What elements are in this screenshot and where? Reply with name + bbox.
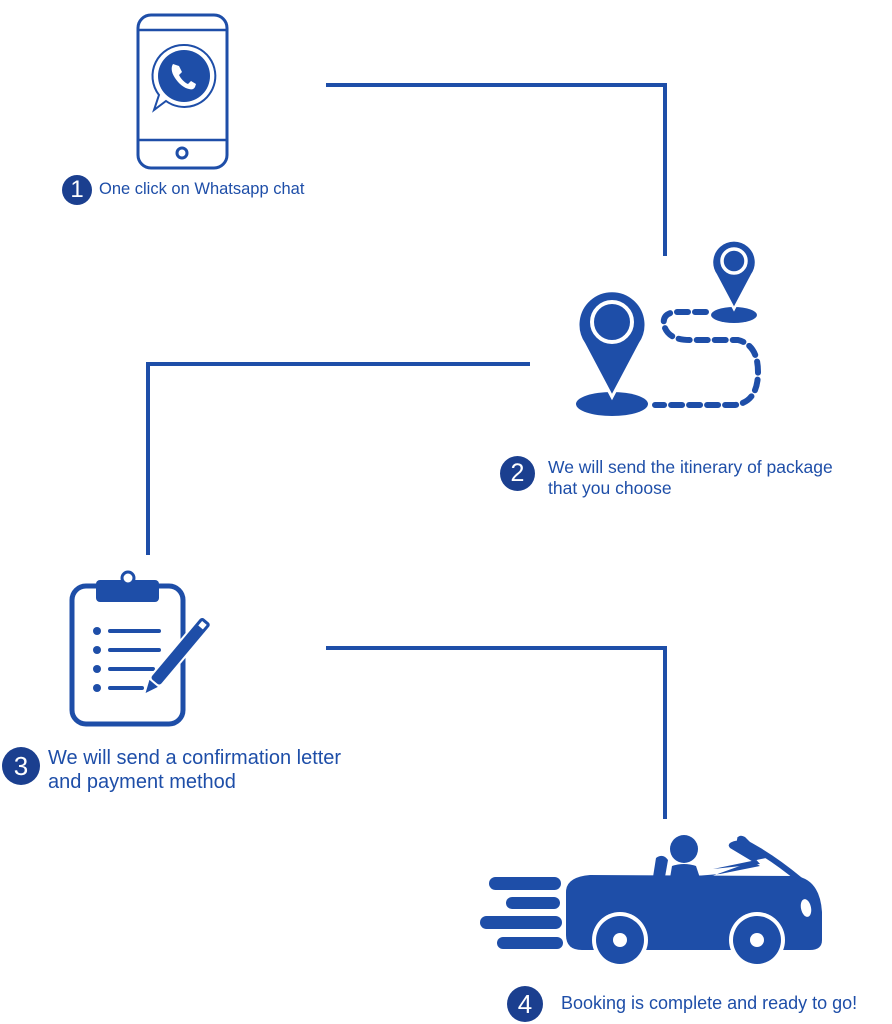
step-2: 2 We will send the itinerary of package … xyxy=(500,456,848,499)
connector-3-4 xyxy=(326,646,667,819)
step-label: Booking is complete and ready to go! xyxy=(561,993,858,1013)
convertible-car-icon xyxy=(480,835,822,968)
step-number-badge: 3 xyxy=(2,747,40,785)
connector-1-2 xyxy=(326,83,667,256)
connector-2-3 xyxy=(146,362,530,555)
whatsapp-phone-icon xyxy=(136,13,229,170)
step-label: We will send the itinerary of package th… xyxy=(548,457,833,498)
step-number-badge: 4 xyxy=(507,986,543,1022)
clipboard-pen-icon xyxy=(69,570,212,727)
step-4: 4 Booking is complete and ready to go! xyxy=(507,986,857,1022)
step-number-badge: 1 xyxy=(62,175,92,205)
step-1: 1 One click on Whatsapp chat xyxy=(62,175,304,205)
route-pins-icon xyxy=(576,239,762,416)
step-number-badge: 2 xyxy=(500,456,535,491)
step-label: One click on Whatsapp chat xyxy=(99,180,305,198)
step-3: 3 We will send a confirmation letter and… xyxy=(2,746,348,794)
step-label: We will send a confirmation letter and p… xyxy=(48,747,342,793)
